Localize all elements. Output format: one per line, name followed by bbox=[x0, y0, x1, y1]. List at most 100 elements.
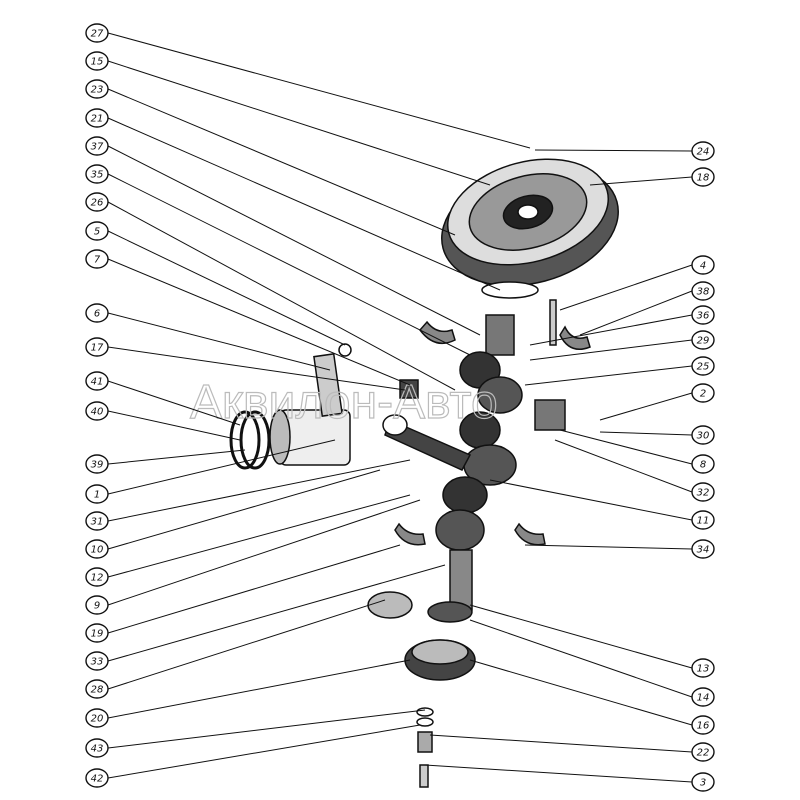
callout-number: 23 bbox=[91, 85, 104, 96]
callout-number: 17 bbox=[91, 343, 104, 354]
callout-number: 13 bbox=[697, 664, 710, 675]
callout-circle bbox=[85, 623, 109, 643]
callout-40: 40 bbox=[85, 401, 241, 441]
callout-15: 15 bbox=[85, 51, 491, 186]
callout-circle bbox=[85, 484, 109, 504]
callout-25: 25 bbox=[524, 356, 715, 386]
crankshaft bbox=[435, 314, 523, 611]
leader-line bbox=[524, 365, 693, 386]
callout-circle bbox=[85, 136, 109, 156]
leader-line bbox=[107, 469, 381, 550]
callout-22: 22 bbox=[429, 734, 715, 762]
callout-36: 36 bbox=[529, 305, 715, 346]
leader-line bbox=[107, 564, 446, 662]
callout-14: 14 bbox=[469, 619, 715, 707]
callout-number: 2 bbox=[700, 389, 706, 400]
callout-number: 28 bbox=[91, 685, 104, 696]
callout-number: 4 bbox=[700, 261, 706, 272]
callout-number: 36 bbox=[697, 311, 710, 322]
callout-circle bbox=[691, 715, 715, 735]
callout-number: 32 bbox=[697, 488, 710, 499]
leader-line bbox=[579, 290, 693, 336]
callout-11: 11 bbox=[489, 479, 715, 530]
bolt bbox=[549, 299, 557, 346]
leader-line bbox=[524, 544, 693, 550]
callout-7: 7 bbox=[85, 249, 411, 386]
callout-circle bbox=[85, 303, 109, 323]
leader-line bbox=[599, 392, 693, 421]
thrust-washer bbox=[367, 591, 413, 619]
leader-line bbox=[107, 60, 491, 186]
callout-24: 24 bbox=[534, 141, 715, 161]
callout-number: 33 bbox=[91, 657, 104, 668]
leader-line bbox=[107, 312, 331, 371]
callout-number: 31 bbox=[91, 517, 104, 528]
leader-line bbox=[469, 604, 693, 669]
callout-number: 26 bbox=[91, 198, 104, 209]
callout-31: 31 bbox=[85, 459, 411, 531]
callout-5: 5 bbox=[85, 221, 346, 346]
callout-number: 11 bbox=[697, 516, 710, 527]
callout-circle bbox=[85, 651, 109, 671]
callout-2: 2 bbox=[599, 383, 715, 421]
callout-32: 32 bbox=[554, 439, 715, 502]
leader-line bbox=[489, 479, 693, 521]
callout-circle bbox=[691, 510, 715, 530]
callout-18: 18 bbox=[589, 167, 715, 187]
callout-37: 37 bbox=[85, 136, 481, 336]
callout-number: 27 bbox=[91, 29, 104, 40]
leader-line bbox=[107, 145, 481, 336]
leader-line bbox=[107, 230, 346, 346]
leader-line bbox=[469, 619, 693, 698]
callout-16: 16 bbox=[469, 659, 715, 735]
leader-line bbox=[554, 439, 693, 493]
callout-10: 10 bbox=[85, 469, 381, 559]
callout-1: 1 bbox=[85, 439, 336, 504]
main-bearing-cap bbox=[534, 399, 566, 431]
callout-number: 42 bbox=[91, 774, 104, 785]
callout-circle bbox=[85, 371, 109, 391]
callout-34: 34 bbox=[524, 539, 715, 559]
callout-circle bbox=[85, 595, 109, 615]
callout-29: 29 bbox=[529, 330, 715, 361]
callout-number: 20 bbox=[91, 714, 104, 725]
leader-line bbox=[107, 410, 241, 441]
callout-circle bbox=[85, 708, 109, 728]
leader-line bbox=[429, 734, 693, 753]
callout-circle bbox=[691, 482, 715, 502]
flywheel bbox=[441, 158, 619, 287]
callout-circle bbox=[85, 51, 109, 71]
callout-circle bbox=[85, 768, 109, 788]
parts-drawing bbox=[229, 158, 619, 788]
callout-number: 15 bbox=[91, 57, 104, 68]
leader-line bbox=[589, 176, 693, 186]
callout-circle bbox=[85, 679, 109, 699]
callout-circle bbox=[85, 539, 109, 559]
watermark: Аквилон-Авто bbox=[190, 376, 498, 429]
leader-line bbox=[107, 659, 411, 719]
callout-circle bbox=[85, 79, 109, 99]
leader-line bbox=[107, 439, 336, 495]
callout-number: 37 bbox=[91, 142, 104, 153]
callout-circle bbox=[691, 658, 715, 678]
callout-circle bbox=[691, 167, 715, 187]
callout-4: 4 bbox=[559, 255, 715, 311]
callout-circle bbox=[85, 454, 109, 474]
callout-circle bbox=[691, 281, 715, 301]
leader-line bbox=[529, 314, 693, 346]
leader-line bbox=[534, 149, 693, 152]
callout-23: 23 bbox=[85, 79, 456, 236]
callout-number: 40 bbox=[91, 407, 104, 418]
callout-number: 16 bbox=[697, 721, 710, 732]
callout-39: 39 bbox=[85, 449, 246, 474]
leader-line bbox=[107, 346, 406, 391]
callout-circle bbox=[85, 511, 109, 531]
callout-30: 30 bbox=[599, 425, 715, 445]
callout-26: 26 bbox=[85, 192, 456, 391]
leader-line bbox=[107, 599, 386, 690]
bearing-shell bbox=[394, 522, 426, 546]
callout-number: 41 bbox=[91, 377, 104, 388]
callout-number: 30 bbox=[697, 431, 710, 442]
